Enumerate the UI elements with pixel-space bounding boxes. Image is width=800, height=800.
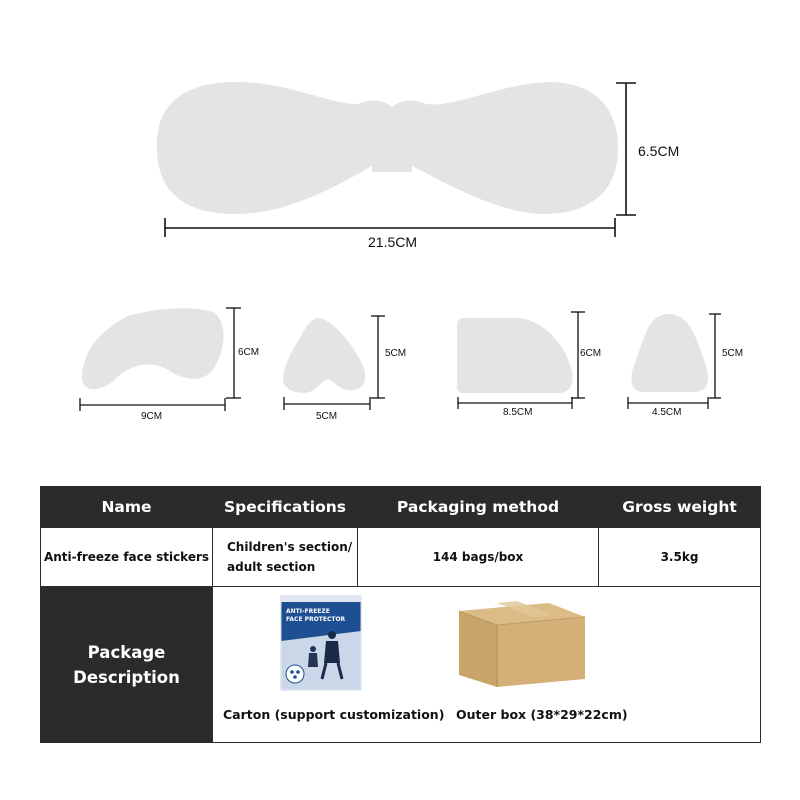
header-packaging: Packaging method (357, 486, 599, 528)
sticker4-height-label: 5CM (722, 348, 744, 359)
large-dimension-lines (164, 82, 636, 237)
package-description-label: Package Description (40, 586, 213, 743)
sticker-drawings (79, 82, 721, 411)
cell-name: Anti-freeze face stickers (40, 527, 213, 587)
package-label-line-2: Description (73, 667, 180, 687)
sticker3-width-label: 8.5CM (503, 407, 533, 418)
sticker1-height-label: 6CM (238, 347, 260, 358)
spec-line-2: adult section (227, 560, 316, 574)
large-height-label: 6.5CM (638, 143, 680, 159)
package-label-line-1: Package (87, 642, 166, 662)
box-caption: Outer box (38*29*22cm) (456, 707, 628, 722)
large-width-label: 21.5CM (368, 234, 418, 250)
cheek-sticker-shape (82, 308, 224, 390)
cell-specifications: Children's section/ adult section (212, 527, 358, 587)
bag-title-line-1: ANTI-FREEZE (286, 608, 330, 615)
sticker2-width-label: 5CM (316, 411, 338, 422)
corner-sticker-shape (457, 318, 573, 393)
retail-bag-image: ANTI-FREEZE FACE PROTECTOR (280, 595, 362, 691)
outer-box-image (458, 601, 586, 687)
spec-table: Name Specifications Packaging method Gro… (40, 486, 761, 743)
large-sticker-shape (156, 82, 618, 214)
header-name: Name (40, 486, 213, 528)
package-images-cell: ANTI-FREEZE FACE PROTECTOR (212, 586, 761, 743)
spec-line-1: Children's section/ (227, 540, 353, 554)
sticker4-width-label: 4.5CM (652, 407, 682, 418)
sticker2-height-label: 5CM (385, 348, 407, 359)
table-header-row: Name Specifications Packaging method Gro… (40, 486, 761, 528)
header-weight: Gross weight (598, 486, 761, 528)
table-row: Anti-freeze face stickers Children's sec… (40, 527, 761, 587)
bag-caption: Carton (support customization) (223, 707, 445, 722)
sticker-dimensions-area: 6.5CM 21.5CM 6CM 9CM 5CM 5CM 6CM 8.5CM 5… (79, 82, 744, 422)
small-dimension-lines (79, 307, 721, 411)
nose-sticker-shape-2 (631, 314, 709, 392)
header-specifications: Specifications (212, 486, 358, 528)
bag-title-line-2: FACE PROTECTOR (286, 616, 346, 623)
cell-weight: 3.5kg (598, 527, 761, 587)
cell-packaging: 144 bags/box (357, 527, 599, 587)
nose-sticker-shape (283, 318, 366, 393)
sticker3-height-label: 6CM (580, 348, 602, 359)
package-images: ANTI-FREEZE FACE PROTECTOR (213, 587, 759, 742)
sticker1-width-label: 9CM (141, 411, 163, 422)
package-row: Package Description ANTI-FREEZE FACE PRO… (40, 586, 761, 743)
